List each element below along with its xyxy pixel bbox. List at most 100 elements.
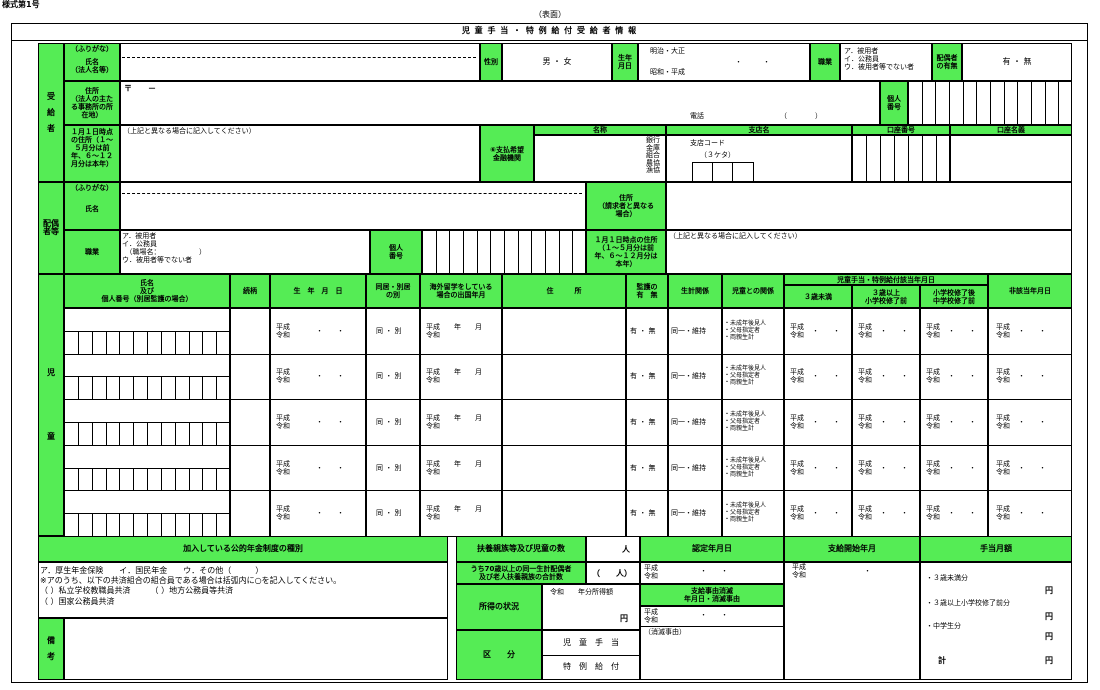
digit-divider bbox=[1003, 81, 1005, 125]
monthly-amount-header: 手当月額 bbox=[920, 536, 1072, 562]
child-dob-header: 生 年 月 日 bbox=[270, 274, 366, 308]
account-holder-field[interactable] bbox=[950, 135, 1072, 182]
child-relation-cell[interactable] bbox=[230, 353, 270, 401]
recipient-name-field[interactable] bbox=[120, 43, 480, 81]
spouse-occupation-field[interactable] bbox=[120, 230, 370, 274]
jan1-address-field[interactable] bbox=[120, 125, 480, 182]
child-cohab-cell[interactable] bbox=[366, 444, 420, 492]
child-date-dots: ・ ・ bbox=[812, 418, 840, 426]
child-overseas-cell[interactable] bbox=[420, 444, 502, 492]
branch-code-boxes[interactable] bbox=[692, 162, 754, 182]
child-number-divider bbox=[91, 422, 93, 445]
child-address-cell[interactable] bbox=[502, 490, 626, 537]
child-relationship-cell[interactable] bbox=[722, 490, 784, 537]
gender-field[interactable] bbox=[502, 43, 612, 81]
extinction-field[interactable] bbox=[640, 606, 784, 680]
category-special-benefit: 特 例 給 付 bbox=[563, 662, 619, 671]
elderly-dependents-field[interactable] bbox=[586, 562, 640, 584]
recipient-address-field[interactable] bbox=[120, 81, 880, 125]
child-address-cell[interactable] bbox=[502, 399, 626, 446]
child-custody-cell[interactable] bbox=[626, 353, 668, 401]
child-livelihood-cell[interactable] bbox=[668, 308, 722, 355]
child-relation-cell[interactable] bbox=[230, 444, 270, 492]
digit-divider bbox=[463, 230, 464, 274]
child-junior-cell[interactable] bbox=[920, 308, 988, 355]
digit-divider bbox=[572, 230, 574, 274]
child-ineligible-cell[interactable] bbox=[988, 353, 1072, 401]
child-cohab-cell[interactable] bbox=[366, 490, 420, 537]
child-cohab-cell[interactable] bbox=[366, 308, 420, 355]
recipient-occupation-field[interactable] bbox=[840, 43, 932, 81]
child-date-dots: ・ ・ bbox=[1018, 418, 1046, 426]
child-relation-cell[interactable] bbox=[230, 490, 270, 537]
child-relationship-cell[interactable] bbox=[722, 353, 784, 401]
child-address-cell[interactable] bbox=[502, 444, 626, 492]
child-custody-cell[interactable] bbox=[626, 308, 668, 355]
child-number-divider bbox=[216, 376, 218, 400]
child-address-cell[interactable] bbox=[502, 308, 626, 355]
child-custody-cell[interactable] bbox=[626, 399, 668, 446]
child-livelihood-cell[interactable] bbox=[668, 490, 722, 537]
monthly-under3: ・３歳未満分 bbox=[926, 574, 968, 582]
certified-date-field[interactable] bbox=[640, 562, 784, 584]
child-livelihood-cell[interactable] bbox=[668, 399, 722, 446]
child-number-divider bbox=[147, 422, 148, 445]
child-ineligible-cell[interactable] bbox=[988, 399, 1072, 446]
monthly-amount-field[interactable] bbox=[920, 562, 1072, 680]
certified-dots: ・ ・ bbox=[700, 567, 728, 575]
child-over3-cell[interactable] bbox=[852, 353, 920, 401]
child-dob-era: 平成 令和 bbox=[276, 459, 290, 476]
payment-start-field[interactable] bbox=[784, 562, 920, 680]
child-over3-cell[interactable] bbox=[852, 308, 920, 355]
child-livelihood-value: 同一・維持 bbox=[671, 509, 706, 518]
child-date-dots: ・ ・ bbox=[1018, 326, 1046, 335]
child-relationship-cell[interactable] bbox=[722, 444, 784, 492]
branch-code-label: 支店コード bbox=[690, 139, 725, 147]
child-date-dots: ・ ・ bbox=[880, 326, 908, 335]
child-junior-cell[interactable] bbox=[920, 490, 988, 537]
child-overseas-value: 平成 年 月 令和 bbox=[426, 505, 482, 522]
child-under3-cell[interactable] bbox=[784, 444, 852, 492]
child-livelihood-cell[interactable] bbox=[668, 444, 722, 492]
child-livelihood-value: 同一・維持 bbox=[671, 326, 706, 335]
child-under3-cell[interactable] bbox=[784, 308, 852, 355]
digit-divider bbox=[908, 135, 909, 182]
child-ineligible-cell[interactable] bbox=[988, 490, 1072, 537]
child-junior-cell[interactable] bbox=[920, 353, 988, 401]
child-custody-cell[interactable] bbox=[626, 490, 668, 537]
child-over3-cell[interactable] bbox=[852, 490, 920, 537]
pension-field[interactable] bbox=[38, 562, 448, 618]
child-address-cell[interactable] bbox=[502, 353, 626, 401]
child-junior-cell[interactable] bbox=[920, 399, 988, 446]
remarks-field[interactable] bbox=[64, 618, 448, 680]
child-relation-cell[interactable] bbox=[230, 399, 270, 446]
digit-divider bbox=[949, 81, 950, 125]
pension-header: 加入している公的年金制度の種別 bbox=[38, 536, 448, 562]
spouse-presence-field[interactable] bbox=[962, 43, 1072, 81]
child-relationship-cell[interactable] bbox=[722, 399, 784, 446]
child-under3-cell[interactable] bbox=[784, 399, 852, 446]
child-dob-cell[interactable] bbox=[270, 490, 366, 537]
spouse-jan1-field[interactable] bbox=[666, 230, 1072, 274]
bank-name-field[interactable] bbox=[534, 135, 666, 182]
child-date-era: 平成 令和 bbox=[996, 368, 1010, 385]
spouse-name-field[interactable] bbox=[120, 182, 586, 230]
child-number-divider bbox=[216, 467, 218, 491]
income-field[interactable] bbox=[542, 584, 640, 630]
child-relation-cell[interactable] bbox=[230, 308, 270, 355]
child-cohab-cell[interactable] bbox=[366, 399, 420, 446]
digit-divider bbox=[921, 81, 923, 125]
digit-divider bbox=[894, 135, 895, 182]
child-custody-cell[interactable] bbox=[626, 444, 668, 492]
extinction-era: 平成 令和 bbox=[644, 608, 658, 624]
account-number-field[interactable] bbox=[852, 135, 950, 182]
spouse-address-field[interactable] bbox=[666, 182, 1072, 230]
recipient-dob-field[interactable] bbox=[638, 43, 810, 81]
dependents-count-field[interactable] bbox=[586, 536, 640, 562]
child-cohab-cell[interactable] bbox=[366, 353, 420, 401]
child-cohab-value: 同 ・ 別 bbox=[376, 372, 402, 381]
child-under3-cell[interactable] bbox=[784, 490, 852, 537]
child-overseas-cell[interactable] bbox=[420, 399, 502, 446]
child-number-divider bbox=[77, 376, 79, 400]
child-date-era: 平成 令和 bbox=[926, 368, 940, 385]
